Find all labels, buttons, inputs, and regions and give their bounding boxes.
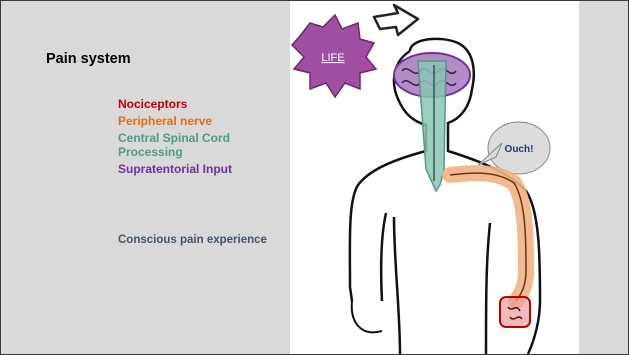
right-margin	[579, 1, 628, 354]
legend: Nociceptors Peripheral nerve Central Spi…	[118, 97, 288, 179]
torso-left	[394, 217, 400, 354]
hand-left	[352, 301, 382, 332]
legend-supratentorial-input: Supratentorial Input	[118, 162, 288, 176]
life-label: LIFE	[321, 52, 344, 64]
conscious-pain-label: Conscious pain experience	[118, 234, 268, 246]
pain-diagram: LIFE Ouch!	[290, 1, 579, 354]
spinal-cord	[418, 61, 446, 191]
arm-left-inner	[381, 213, 386, 301]
text-panel: Pain system Nociceptors Peripheral nerve…	[1, 1, 290, 354]
legend-peripheral-nerve: Peripheral nerve	[118, 114, 288, 128]
speech-label: Ouch!	[505, 144, 534, 155]
torso-right	[486, 223, 490, 354]
nociceptor-region	[500, 297, 530, 327]
arrow-icon	[374, 5, 418, 35]
legend-central-spinal-cord: Central Spinal Cord Processing	[118, 131, 288, 159]
legend-nociceptors: Nociceptors	[118, 97, 288, 111]
slide-title: Pain system	[46, 51, 131, 67]
